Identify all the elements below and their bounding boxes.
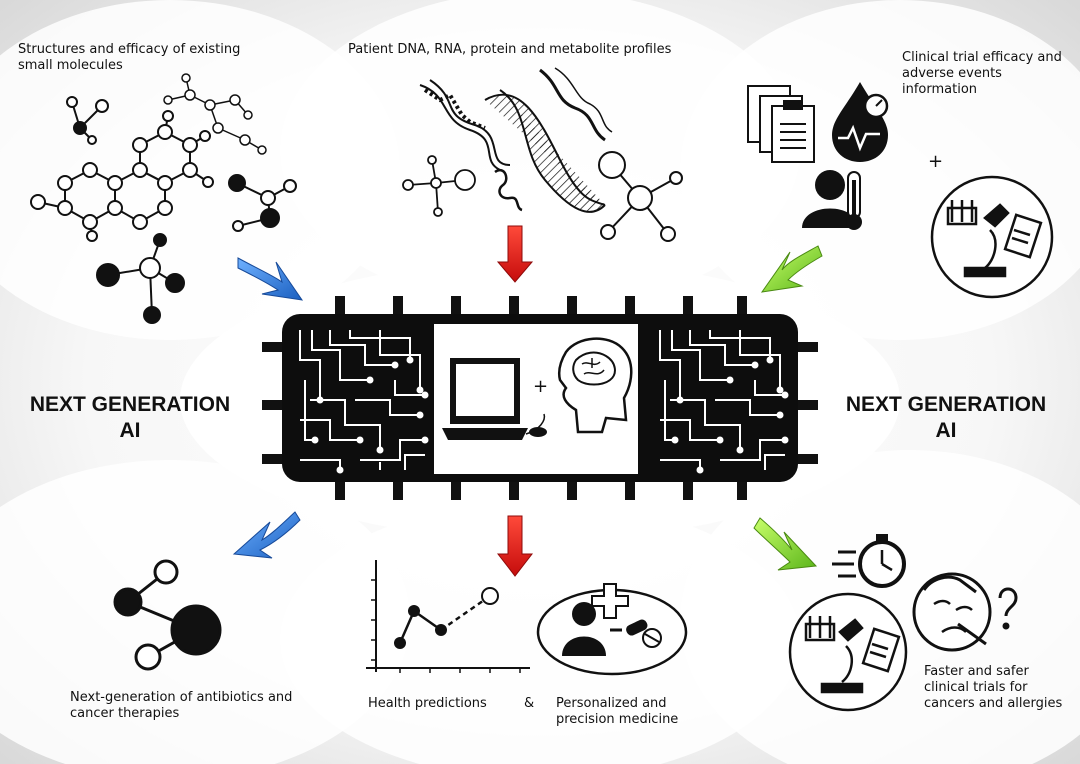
svg-text:AI: AI xyxy=(936,419,957,442)
sick-face-icon xyxy=(912,572,1018,652)
clipboard-icon xyxy=(747,85,815,163)
green-arrow-in-icon xyxy=(760,245,823,293)
doctor-pill-icon xyxy=(536,583,688,676)
caption-next-gen-therapies: Next-generation of antibiotics and cance… xyxy=(70,690,293,721)
laptop-icon xyxy=(442,358,547,440)
small-molecule-icon-group xyxy=(30,73,297,324)
svg-text:NEXT GENERATION: NEXT GENERATION xyxy=(30,393,230,416)
svg-text:NEXT GENERATION: NEXT GENERATION xyxy=(846,393,1046,416)
molecule-icon xyxy=(598,151,683,242)
clinical-data-icon-group: + xyxy=(747,82,1054,299)
svg-text:AI: AI xyxy=(120,419,141,442)
brain-head-icon xyxy=(558,337,633,434)
blood-drop-icon xyxy=(832,82,889,162)
caption-small-molecules: Structures and efficacy of existing smal… xyxy=(18,42,241,73)
molecule-icon xyxy=(66,96,109,145)
caption-precision-medicine: Personalized and precision medicine xyxy=(556,696,679,727)
blue-arrow-in-icon xyxy=(237,257,304,301)
red-arrow-out-icon xyxy=(496,515,534,577)
lab-icon xyxy=(930,175,1054,299)
antibiotic-molecule-icon xyxy=(113,559,222,671)
molecule-icon xyxy=(30,110,214,242)
lab-icon xyxy=(788,592,908,712)
thermometer-person-icon xyxy=(802,170,862,230)
plus-sign: + xyxy=(928,151,943,172)
caption-ampersand: & xyxy=(524,696,535,711)
chip-plus-sign: + xyxy=(533,376,548,397)
caption-health-predictions: Health predictions xyxy=(368,696,487,711)
red-arrow-in-icon xyxy=(496,225,534,283)
line-graph-icon xyxy=(366,560,530,673)
ai-chip-icon: + xyxy=(262,296,818,500)
green-arrow-out-icon xyxy=(753,517,818,571)
dna-profile-icon-group xyxy=(402,67,683,242)
molecule-icon xyxy=(402,155,523,217)
stopwatch-icon xyxy=(832,534,906,588)
molecule-icon xyxy=(96,233,185,324)
blue-arrow-out-icon xyxy=(232,511,301,559)
dna-helix-icon xyxy=(419,79,511,171)
molecule-icon xyxy=(228,174,297,232)
caption-patient-profiles: Patient DNA, RNA, protein and metabolite… xyxy=(348,42,672,57)
dna-helix-icon xyxy=(484,67,613,213)
molecule-icon xyxy=(163,73,267,155)
ai-label-left: NEXT GENERATION AI xyxy=(30,393,230,442)
caption-faster-clinical-trials: Faster and safer clinical trials for can… xyxy=(924,664,1063,711)
ai-label-right: NEXT GENERATION AI xyxy=(846,393,1046,442)
caption-clinical-trial-info: Clinical trial efficacy and adverse even… xyxy=(902,50,1062,97)
